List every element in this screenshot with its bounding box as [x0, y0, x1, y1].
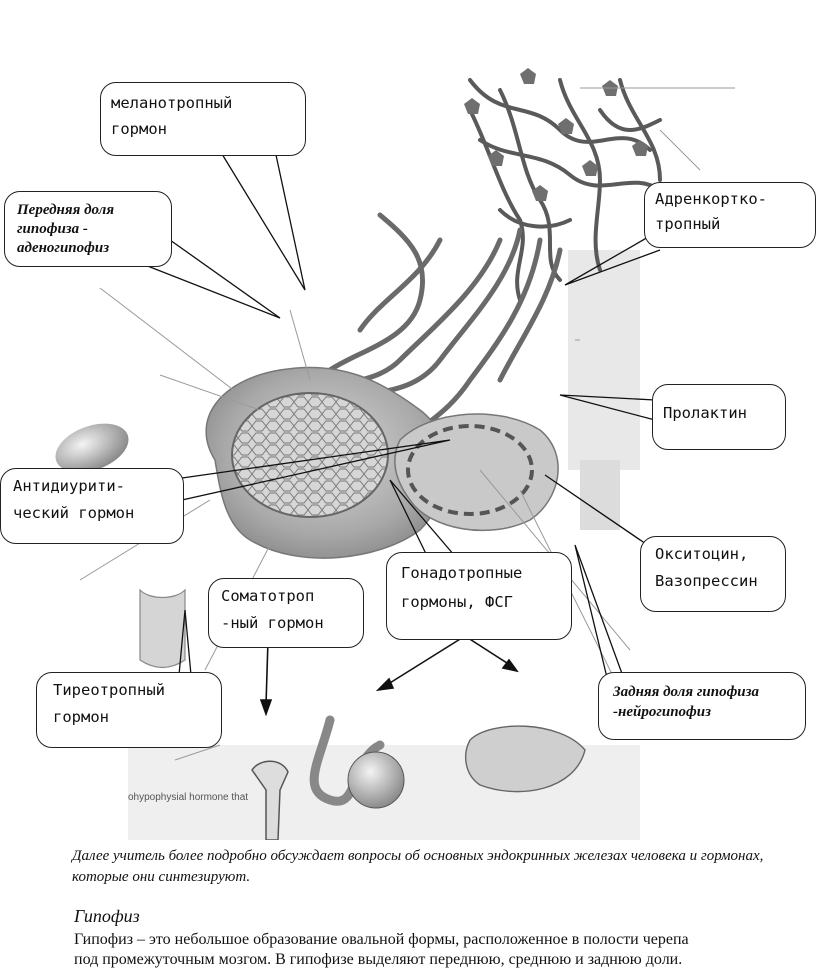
- section-title: Гипофиз: [74, 906, 140, 926]
- neuron-bodies: [464, 68, 648, 201]
- callout-line: гормоны, ФСГ: [401, 592, 513, 611]
- section-body-line: Гипофиз – это небольшое образование овал…: [74, 931, 689, 948]
- callout-line: гипофиза -: [17, 220, 88, 237]
- background-panel-lower: [580, 460, 620, 530]
- callout-line: Тиреотропный: [53, 681, 165, 699]
- callout-line: ческий гормон: [13, 504, 135, 523]
- sphere-shape: [347, 751, 405, 809]
- callout-prolactin: Пролактин: [652, 384, 786, 450]
- callout-line: Антидиурити-: [13, 477, 125, 495]
- callout-line: меланотропный: [111, 94, 233, 112]
- bone-shape: [251, 760, 289, 840]
- callout-line: Задняя доля гипофиза: [613, 684, 760, 700]
- callout-line: -нейрогипофиз: [613, 703, 711, 720]
- neuron-network: [468, 78, 662, 302]
- background-panel: [568, 250, 640, 470]
- strip-caption-text: ohypophysial hormone that: [128, 792, 249, 803]
- callout-somatotropic: Соматотроп -ный гормон: [208, 578, 364, 648]
- posterior-lobe-network: [406, 424, 534, 516]
- callout-adrenocorticotropic: Адренкортко- тропный: [644, 182, 816, 248]
- callout-line: Передняя доля: [17, 202, 115, 218]
- callout-line: аденогипофиз: [17, 239, 110, 256]
- callout-gonadotropic: Гонадотропные гормоны, ФСГ: [386, 552, 572, 640]
- caption-text: Далее учитель более подробно обсуждает в…: [72, 848, 764, 885]
- callout-anterior-lobe: Передняя доля гипофиза - аденогипофиз: [4, 191, 172, 267]
- callout-line: тропный: [655, 214, 721, 233]
- callout-posterior-lobe: Задняя доля гипофиза -нейрогипофиз: [598, 672, 806, 740]
- callout-line: гормон: [111, 119, 167, 138]
- callout-line: Вазопрессин: [655, 572, 758, 591]
- callout-line: Гонадотропные: [401, 564, 523, 582]
- callout-melanotropic: меланотропный гормон: [100, 82, 306, 156]
- organ-right-shape: [464, 725, 586, 793]
- pituitary-illustration: [55, 68, 735, 840]
- callout-line: Соматотроп: [221, 587, 315, 605]
- section-body-line: под промежуточным мозгом. В гипофизе выд…: [74, 951, 683, 968]
- thyroid-shape: [139, 588, 186, 669]
- callout-thyrotropic: Тиреотропный гормон: [36, 672, 222, 748]
- callout-line: Адренкортко-: [655, 190, 767, 208]
- anterior-lobe-cells: [231, 392, 389, 518]
- small-gland-left: [55, 423, 129, 473]
- arrows: [259, 635, 519, 717]
- callout-line: гормон: [53, 708, 109, 727]
- section-body: Гипофиз – это небольшое образование овал…: [74, 930, 794, 970]
- callout-line: Окситоцин,: [655, 545, 749, 563]
- callout-antidiuretic: Антидиурити- ческий гормон: [0, 468, 184, 544]
- callout-line: -ный гормон: [221, 614, 324, 633]
- callout-line: Пролактин: [663, 404, 747, 422]
- callout-oxytocin: Окситоцин, Вазопрессин: [640, 536, 786, 612]
